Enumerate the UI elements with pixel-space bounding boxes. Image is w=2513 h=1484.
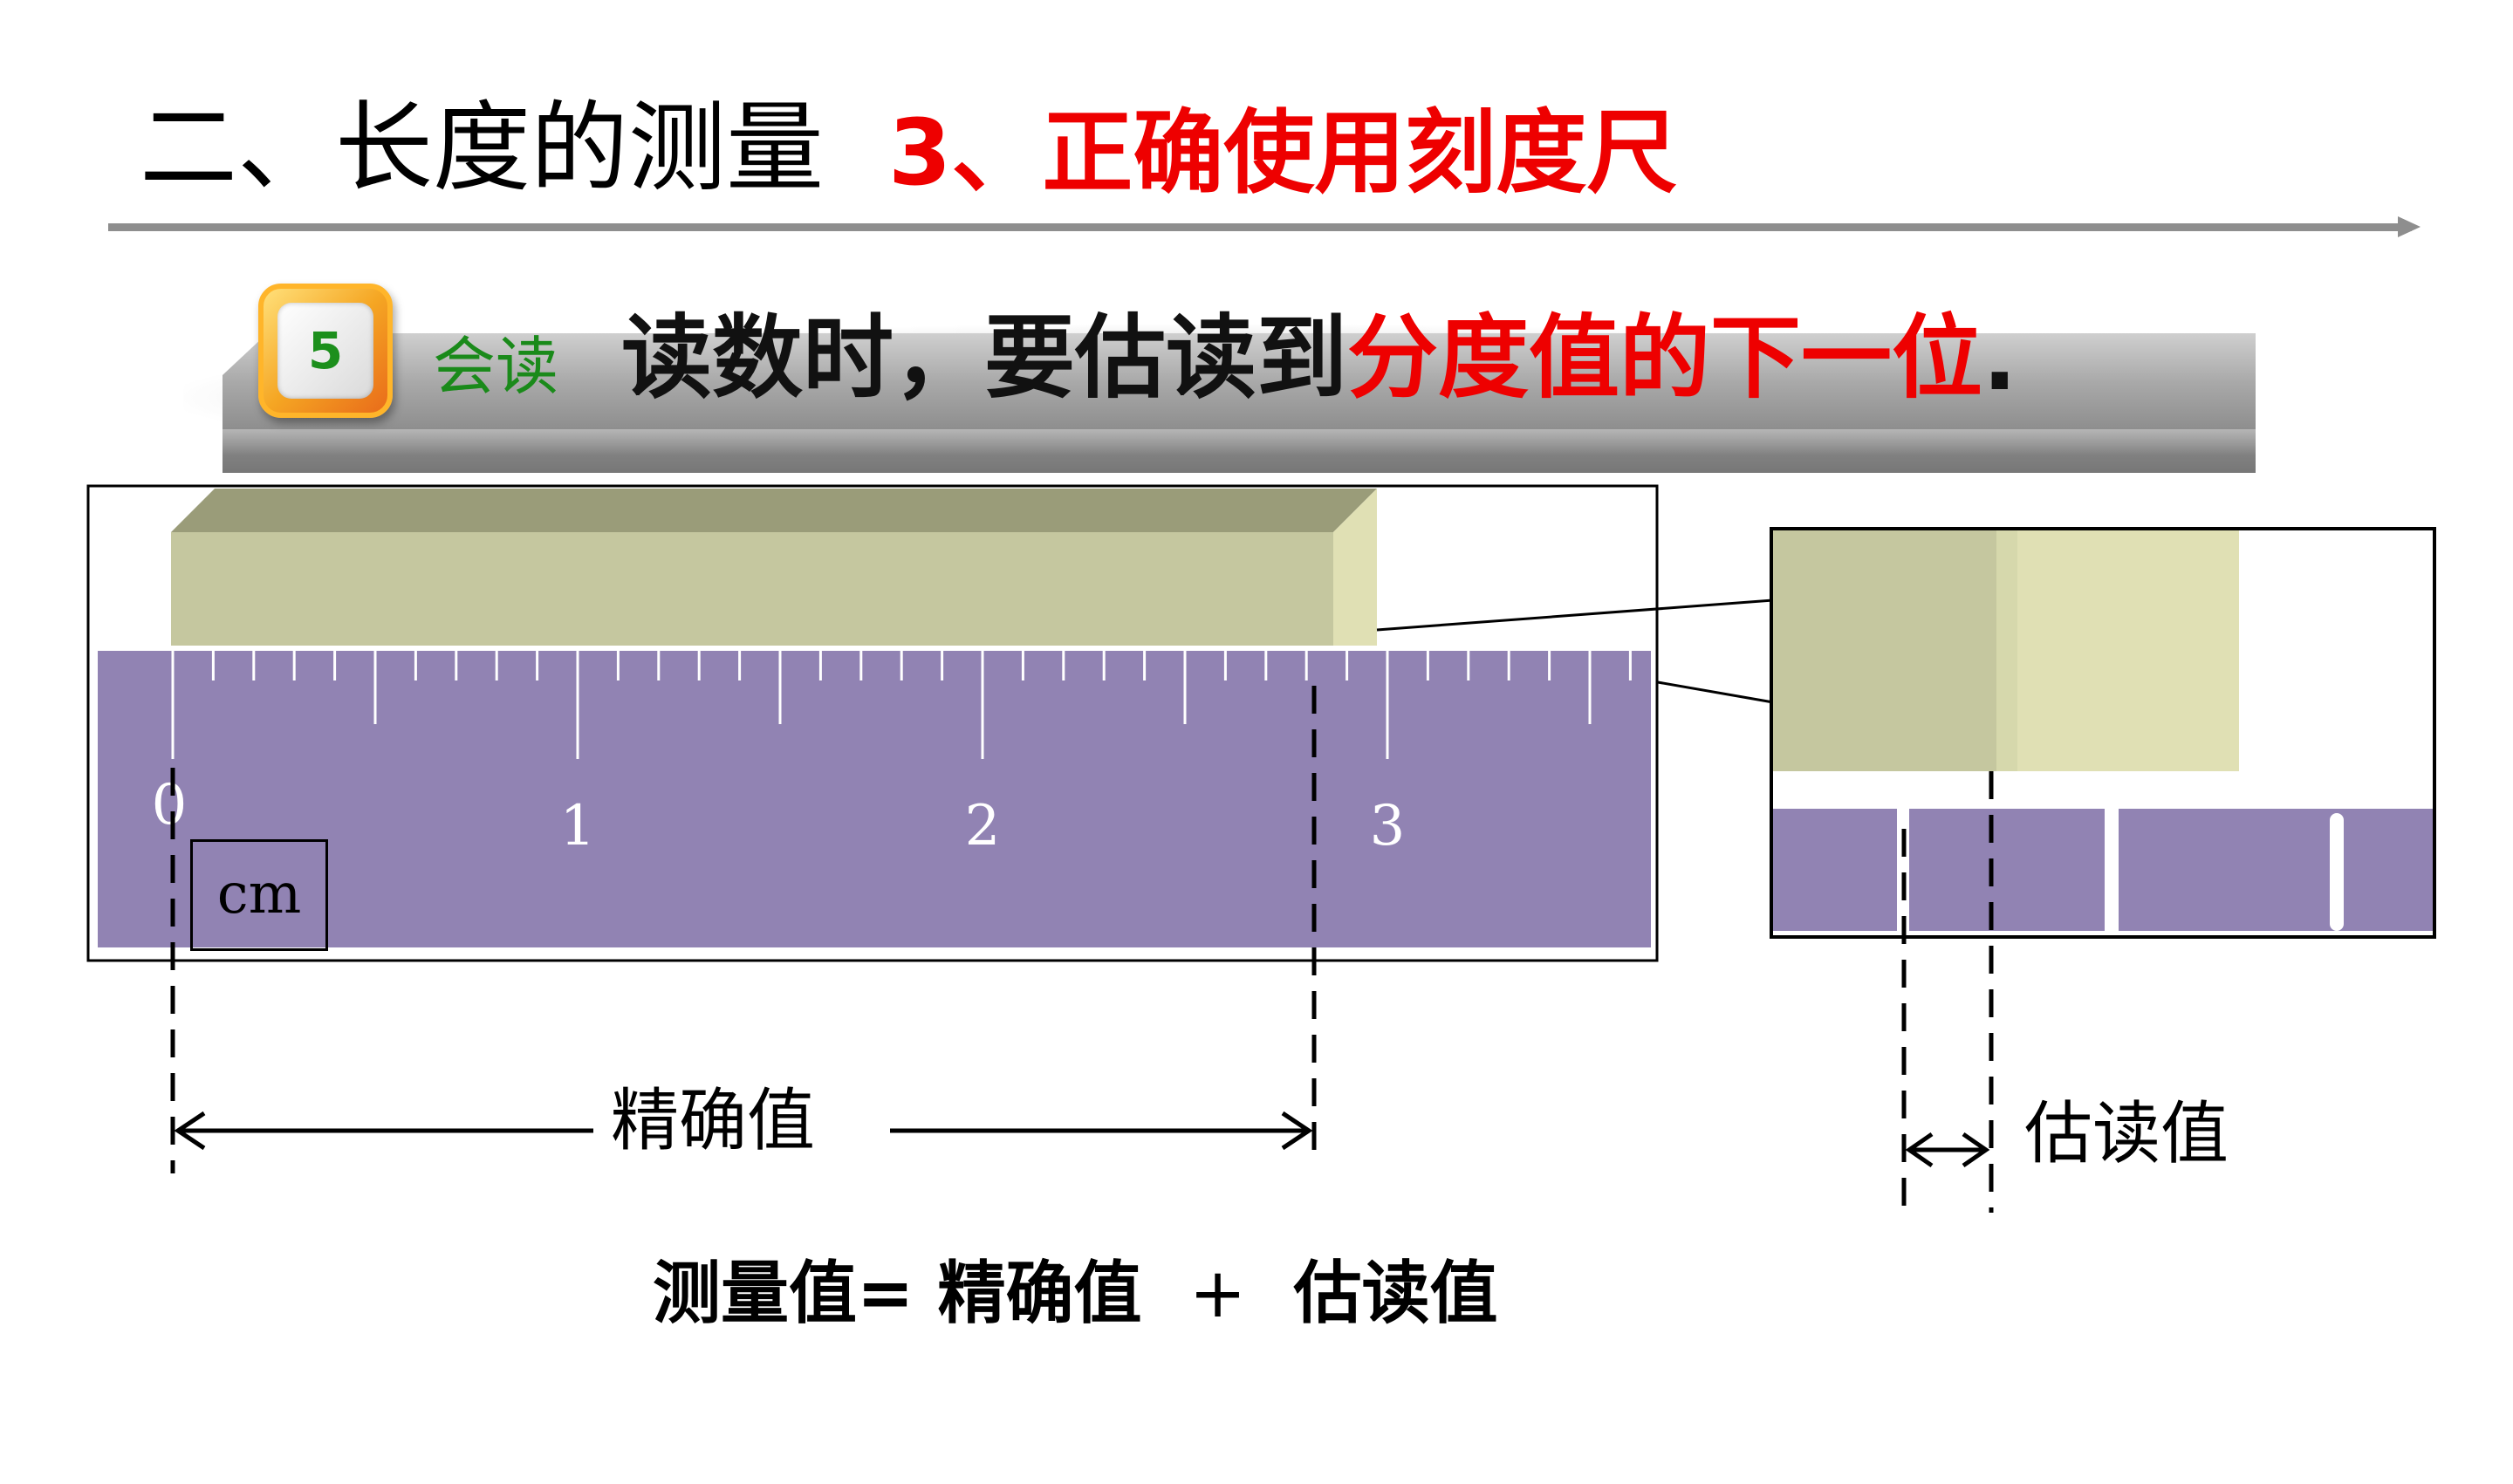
banner-gloss bbox=[223, 429, 2256, 455]
ruler-ticks bbox=[171, 651, 1713, 759]
title-divider bbox=[108, 223, 2412, 231]
zoom-connector-lower bbox=[1657, 680, 1774, 704]
estimated-value-arrow bbox=[1905, 1132, 1990, 1168]
unit-label: cm bbox=[190, 839, 328, 951]
measured-block bbox=[171, 532, 1333, 646]
zoom-connector-upper bbox=[1376, 598, 1774, 632]
statement-text: 读数时，要估读到 bbox=[621, 304, 1348, 411]
estimated-value-label: 估读值 bbox=[2024, 1095, 2229, 1173]
block-top-face bbox=[171, 489, 1377, 532]
ruler-tick-label: 1 bbox=[560, 794, 596, 858]
zoom-ruler-body bbox=[1773, 809, 2433, 931]
zoom-block-end-face bbox=[2017, 530, 2239, 771]
zoom-block-body bbox=[1773, 530, 1996, 771]
exact-value-arrow bbox=[174, 1111, 1313, 1151]
statement-highlight: 分度值的下一位 bbox=[1347, 304, 1983, 411]
measurement-formula: 测量值= 精确值 + 估读值 bbox=[653, 1246, 1498, 1342]
ruler-tick-labels: 0 1 2 3 bbox=[152, 773, 1406, 858]
badge-number: 5 bbox=[277, 303, 373, 399]
zoom-tick bbox=[2105, 809, 2119, 931]
statement-period: . bbox=[1982, 304, 2017, 411]
banner-statement: 读数时，要估读到分度值的下一位. bbox=[621, 292, 2017, 423]
zoom-tick bbox=[2330, 813, 2344, 931]
ruler-body bbox=[98, 651, 1651, 947]
ruler-tick-label: 3 bbox=[1370, 794, 1406, 858]
divider-arrowhead-icon bbox=[2398, 216, 2421, 237]
formula-lhs: 测量值= bbox=[653, 1255, 914, 1333]
formula-term-exact: 精确值 bbox=[937, 1255, 1142, 1333]
block-end-face bbox=[1333, 489, 1377, 646]
ruler-tick-label: 0 bbox=[152, 773, 188, 838]
formula-term-estimated: 估读值 bbox=[1293, 1255, 1498, 1333]
zoom-tick bbox=[1897, 809, 1909, 931]
ruler-tick-label: 2 bbox=[965, 794, 1001, 858]
formula-plus: + bbox=[1188, 1255, 1247, 1333]
topic-title: 3、正确使用刻度尺 bbox=[888, 99, 1678, 206]
zoom-block-edge bbox=[1996, 530, 2017, 771]
section-title: 二、长度的测量 bbox=[140, 92, 824, 205]
banner-bar bbox=[223, 333, 2256, 473]
exact-value-label: 精确值 bbox=[611, 1082, 816, 1160]
banner-lead-text: 会读 bbox=[433, 330, 559, 403]
